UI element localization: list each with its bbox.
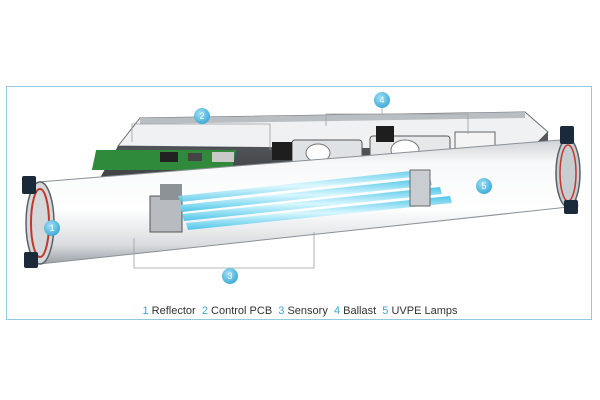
legend-item-2: 2 Control PCB [201,305,273,317]
legend-item-3: 3 Sensory [278,305,328,317]
badge-2: 2 [194,108,210,124]
legend-item-1: 1 Reflector [142,305,196,317]
uvpe-lamps [178,169,452,230]
sensor-block [149,184,183,233]
svg-text:3: 3 [227,271,232,281]
badge-1: 1 [44,220,60,236]
control-pcb [91,150,237,170]
callout-lines [131,106,469,276]
legend-item-5: 5 UVPE Lamps [382,305,458,317]
svg-text:4: 4 [379,95,384,105]
svg-text:5: 5 [481,181,486,191]
badge-5: 5 [476,178,492,194]
badge-3: 3 [222,268,238,284]
legend-item-4: 4 Ballast [333,305,377,317]
badge-4: 4 [374,92,390,108]
svg-text:2: 2 [199,111,204,121]
parts-legend: 1 Reflector 2 Control PCB 3 Sensory 4 Ba… [0,305,600,317]
svg-text:1: 1 [49,223,54,233]
